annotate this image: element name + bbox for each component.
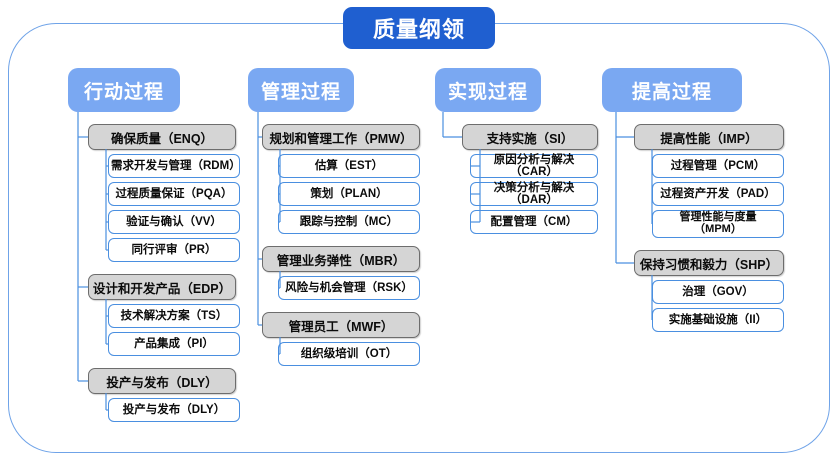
- leaf-box[interactable]: 投产与发布（DLY）: [108, 398, 240, 422]
- leaf-box[interactable]: 配置管理（CM）: [470, 210, 598, 234]
- group-box[interactable]: 设计和开发产品（EDP）: [88, 274, 236, 300]
- leaf-box[interactable]: 组织级培训（OT）: [278, 342, 420, 366]
- leaf-box[interactable]: 策划（PLAN）: [278, 182, 420, 206]
- leaf-box[interactable]: 过程资产开发（PAD）: [652, 182, 784, 206]
- leaf-box[interactable]: 产品集成（PI）: [108, 332, 240, 356]
- leaf-box[interactable]: 跟踪与控制（MC）: [278, 210, 420, 234]
- leaf-box[interactable]: 原因分析与解决（CAR）: [470, 154, 598, 178]
- group-box[interactable]: 确保质量（ENQ）: [88, 124, 236, 150]
- diagram-root-title: 质量纲领: [343, 7, 495, 49]
- leaf-box[interactable]: 治理（GOV）: [652, 280, 784, 304]
- group-box[interactable]: 管理员工（MWF）: [262, 312, 420, 338]
- leaf-box[interactable]: 同行评审（PR）: [108, 238, 240, 262]
- leaf-box[interactable]: 过程管理（PCM）: [652, 154, 784, 178]
- leaf-box[interactable]: 决策分析与解决（DAR）: [470, 182, 598, 206]
- leaf-box[interactable]: 管理性能与度量 （MPM）: [652, 210, 784, 238]
- column-header-3[interactable]: 实现过程: [435, 68, 541, 112]
- group-box[interactable]: 投产与发布（DLY）: [88, 368, 236, 394]
- leaf-box[interactable]: 风险与机会管理（RSK）: [278, 276, 420, 300]
- leaf-box[interactable]: 验证与确认（VV）: [108, 210, 240, 234]
- leaf-box[interactable]: 过程质量保证（PQA）: [108, 182, 240, 206]
- leaf-box[interactable]: 实施基础设施（II）: [652, 308, 784, 332]
- group-box[interactable]: 管理业务弹性（MBR）: [262, 246, 420, 272]
- group-box[interactable]: 支持实施（SI）: [462, 124, 598, 150]
- leaf-box[interactable]: 估算（EST）: [278, 154, 420, 178]
- group-box[interactable]: 规划和管理工作（PMW）: [262, 124, 420, 150]
- group-box[interactable]: 提高性能（IMP）: [634, 124, 784, 150]
- column-header-1[interactable]: 行动过程: [68, 68, 180, 112]
- leaf-box[interactable]: 需求开发与管理（RDM）: [108, 154, 241, 178]
- column-header-4[interactable]: 提高过程: [602, 68, 742, 112]
- leaf-box[interactable]: 技术解决方案（TS）: [108, 304, 240, 328]
- group-box[interactable]: 保持习惯和毅力（SHP）: [634, 250, 784, 276]
- column-header-2[interactable]: 管理过程: [248, 68, 354, 112]
